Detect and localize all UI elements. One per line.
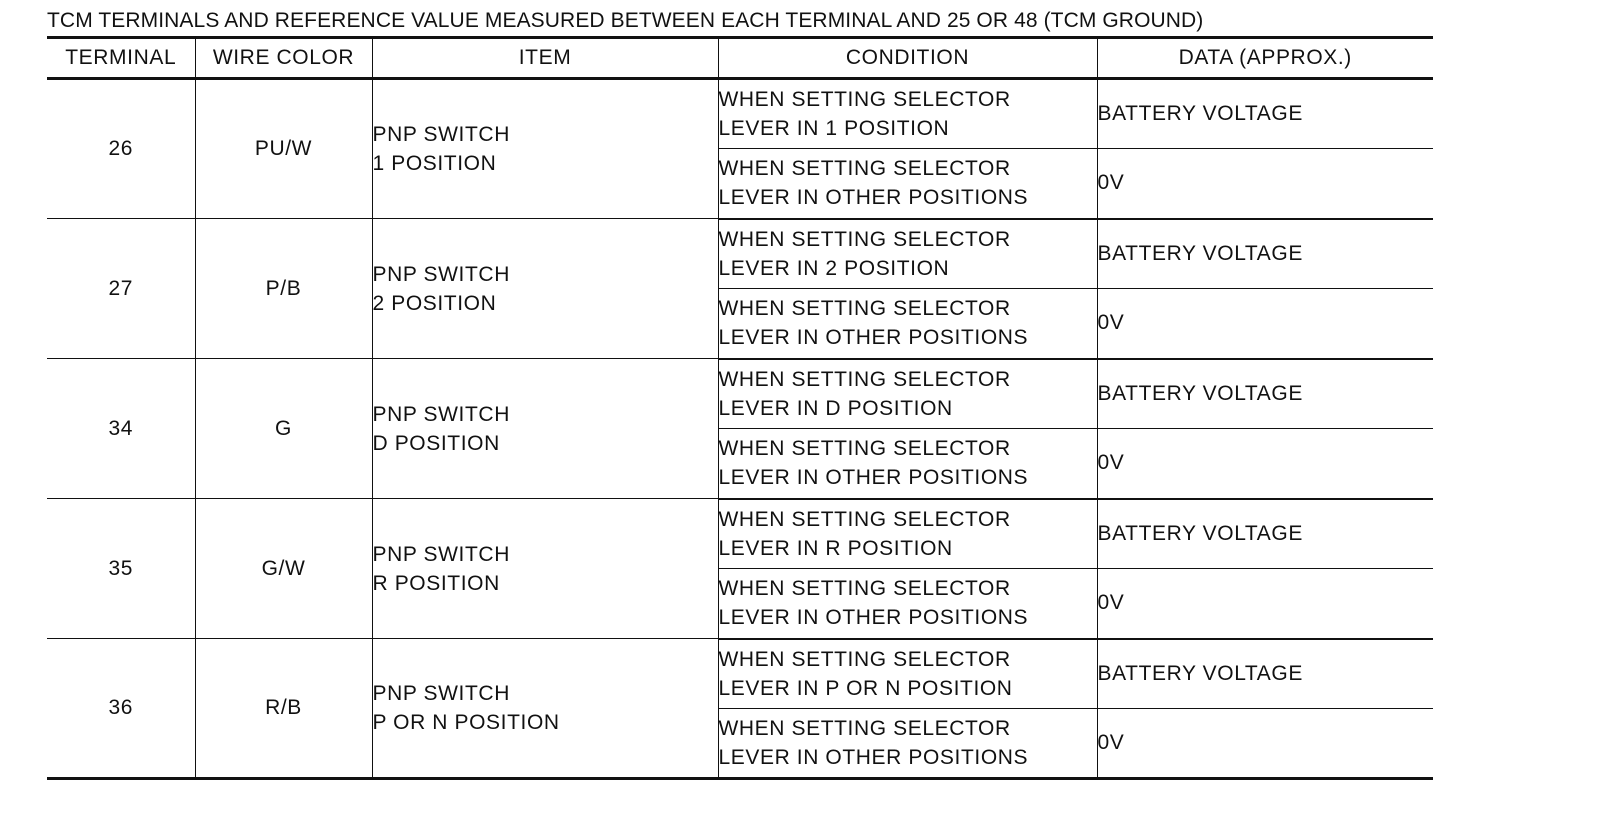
item-line: D POSITION: [372, 431, 500, 455]
item-line: 1 POSITION: [372, 152, 497, 175]
column-header-terminal: TERMINAL: [47, 37, 196, 80]
condition-line: LEVER IN OTHER POSITIONS: [718, 326, 1029, 350]
table-row: 35 G/W PNP SWITCH R POSITION WHEN SETTIN…: [47, 498, 1433, 639]
table-row: WHEN SETTING SELECTOR LEVER IN OTHER POS…: [47, 708, 1433, 779]
condition-line: LEVER IN OTHER POSITIONS: [718, 186, 1029, 210]
item-line: P OR N POSITION: [372, 711, 560, 734]
condition-cell: WHEN SETTING SELECTOR LEVER IN 1 POSITIO…: [717, 78, 1098, 149]
data-cell: BATTERY VOLTAGE: [1096, 498, 1433, 569]
condition-line: WHEN SETTING SELECTOR: [718, 577, 1011, 601]
table-row: WHEN SETTING SELECTOR LEVER IN OTHER POS…: [47, 288, 1433, 360]
data-cell: BATTERY VOLTAGE: [1096, 78, 1433, 149]
data-cell: 0V: [1096, 708, 1433, 779]
table-row: WHEN SETTING SELECTOR LEVER IN OTHER POS…: [47, 148, 1433, 220]
data-cell: BATTERY VOLTAGE: [1096, 638, 1433, 709]
item-line: PNP SWITCH: [372, 402, 510, 426]
item-cell: PNP SWITCH R POSITION: [371, 498, 719, 639]
terminal-reference-table: TERMINAL WIRE COLOR ITEM CONDITION DATA …: [47, 36, 1433, 780]
table-row: WHEN SETTING SELECTOR LEVER IN OTHER POS…: [47, 568, 1433, 640]
terminal-cell: 35: [47, 498, 196, 639]
data-cell: 0V: [1096, 428, 1433, 500]
condition-line: LEVER IN D POSITION: [718, 396, 953, 420]
wire-color-cell: PU/W: [194, 78, 373, 219]
item-cell: PNP SWITCH 1 POSITION: [371, 78, 719, 219]
condition-line: WHEN SETTING SELECTOR: [718, 88, 1011, 111]
condition-line: WHEN SETTING SELECTOR: [718, 437, 1011, 461]
column-header-data: DATA (APPROX.): [1096, 37, 1433, 80]
condition-line: WHEN SETTING SELECTOR: [718, 297, 1011, 321]
item-line: 2 POSITION: [372, 291, 497, 315]
condition-line: WHEN SETTING SELECTOR: [718, 157, 1011, 181]
table-row: 34 G PNP SWITCH D POSITION WHEN SETTING …: [47, 358, 1433, 499]
item-cell: PNP SWITCH D POSITION: [371, 358, 719, 499]
header-row: TERMINAL WIRE COLOR ITEM CONDITION DATA …: [47, 37, 1433, 80]
condition-cell: WHEN SETTING SELECTOR LEVER IN D POSITIO…: [717, 358, 1098, 429]
terminal-cell: 36: [47, 638, 196, 779]
column-header-wire-color: WIRE COLOR: [194, 37, 373, 80]
item-line: PNP SWITCH: [372, 682, 510, 705]
data-cell: 0V: [1096, 148, 1433, 220]
data-cell: BATTERY VOLTAGE: [1096, 218, 1433, 289]
condition-cell: WHEN SETTING SELECTOR LEVER IN 2 POSITIO…: [717, 218, 1098, 289]
condition-cell: WHEN SETTING SELECTOR LEVER IN OTHER POS…: [718, 568, 1098, 640]
condition-line: LEVER IN 1 POSITION: [718, 117, 950, 140]
condition-cell: WHEN SETTING SELECTOR LEVER IN OTHER POS…: [718, 428, 1098, 500]
item-line: R POSITION: [372, 571, 500, 595]
condition-line: WHEN SETTING SELECTOR: [718, 717, 1011, 740]
table-row: WHEN SETTING SELECTOR LEVER IN OTHER POS…: [47, 428, 1433, 500]
data-cell: 0V: [1096, 568, 1433, 640]
wire-color-cell: P/B: [194, 218, 373, 359]
terminal-cell: 27: [47, 218, 196, 359]
item-line: PNP SWITCH: [372, 262, 510, 286]
item-line: PNP SWITCH: [372, 542, 510, 566]
condition-cell: WHEN SETTING SELECTOR LEVER IN R POSITIO…: [717, 498, 1098, 569]
condition-line: LEVER IN P OR N POSITION: [718, 676, 1013, 700]
condition-line: LEVER IN OTHER POSITIONS: [718, 466, 1029, 490]
wire-color-cell: G: [194, 358, 373, 499]
condition-line: LEVER IN OTHER POSITIONS: [718, 606, 1029, 630]
data-cell: 0V: [1096, 288, 1433, 360]
condition-cell: WHEN SETTING SELECTOR LEVER IN OTHER POS…: [718, 288, 1098, 360]
column-header-item: ITEM: [371, 37, 719, 80]
item-cell: PNP SWITCH 2 POSITION: [371, 218, 719, 359]
condition-line: WHEN SETTING SELECTOR: [718, 367, 1011, 391]
condition-line: LEVER IN OTHER POSITIONS: [718, 746, 1029, 769]
column-header-condition: CONDITION: [717, 37, 1098, 80]
condition-line: LEVER IN 2 POSITION: [718, 256, 950, 280]
terminal-cell: 26: [47, 78, 196, 219]
condition-cell: WHEN SETTING SELECTOR LEVER IN OTHER POS…: [718, 148, 1098, 220]
terminal-cell: 34: [47, 358, 196, 499]
condition-line: LEVER IN R POSITION: [718, 536, 953, 560]
condition-cell: WHEN SETTING SELECTOR LEVER IN OTHER POS…: [718, 708, 1098, 779]
item-cell: PNP SWITCH P OR N POSITION: [371, 638, 719, 779]
table-title: TCM TERMINALS AND REFERENCE VALUE MEASUR…: [47, 9, 1204, 32]
data-cell: BATTERY VOLTAGE: [1096, 358, 1433, 429]
condition-line: WHEN SETTING SELECTOR: [718, 507, 1011, 531]
condition-line: WHEN SETTING SELECTOR: [718, 647, 1011, 671]
item-line: PNP SWITCH: [372, 123, 510, 146]
wire-color-cell: R/B: [194, 638, 373, 779]
condition-cell: WHEN SETTING SELECTOR LEVER IN P OR N PO…: [717, 638, 1098, 709]
table-row: 27 P/B PNP SWITCH 2 POSITION WHEN SETTIN…: [47, 218, 1433, 359]
wire-color-cell: G/W: [194, 498, 373, 639]
table-row: 36 R/B PNP SWITCH P OR N POSITION WHEN S…: [47, 638, 1433, 779]
table-row: 26 PU/W PNP SWITCH 1 POSITION WHEN SETTI…: [47, 78, 1433, 219]
condition-line: WHEN SETTING SELECTOR: [718, 227, 1011, 251]
